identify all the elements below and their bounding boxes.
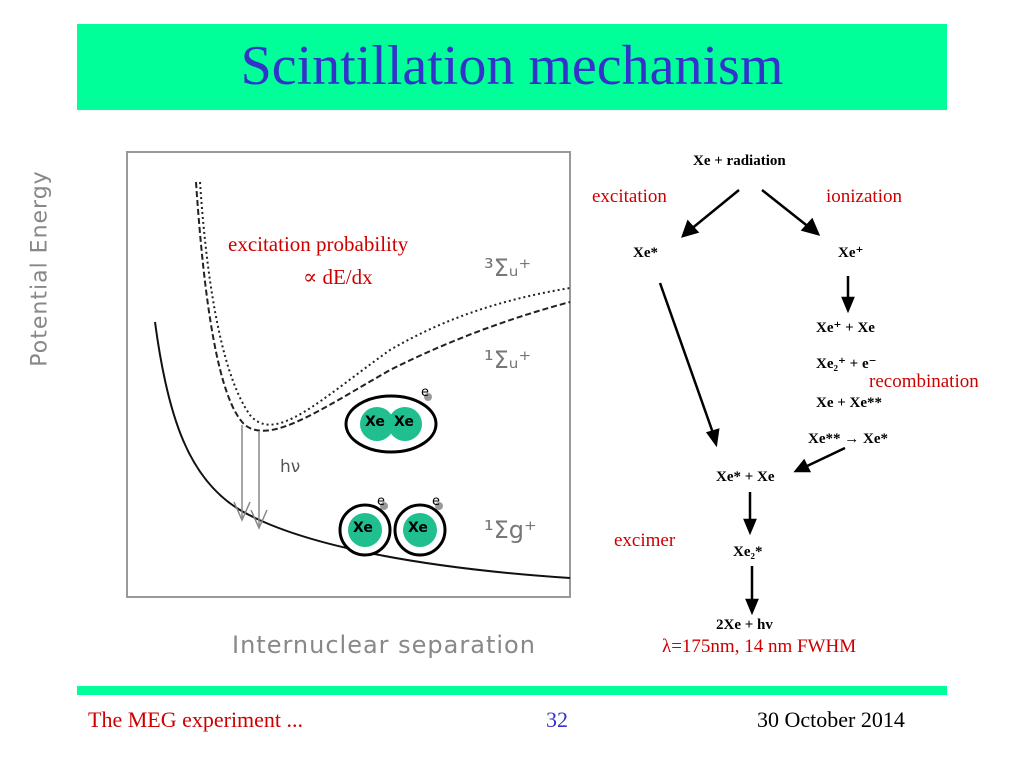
flow-excimer-label: excimer xyxy=(614,530,676,551)
slide-title: Scintillation mechanism xyxy=(240,35,784,97)
flow-ionization-label: ionization xyxy=(826,186,902,207)
xe-atom-label: Xe xyxy=(365,414,385,430)
flow-start: Xe + radiation xyxy=(693,153,786,169)
electron-dot xyxy=(380,502,388,510)
electron-dot xyxy=(435,502,443,510)
electron-label: e xyxy=(377,494,385,509)
annotation-line2: ∝ dE/dx xyxy=(303,265,373,289)
flow-xe-ion: Xe⁺ xyxy=(838,245,864,261)
flow-xe2-ion-e: Xe₂⁺ + e⁻ xyxy=(816,356,877,372)
xe-atom-label: Xe xyxy=(353,520,373,536)
flow-xe2-star: Xe₂* xyxy=(733,544,763,560)
flow-wavelength: λ=175nm, 14 nm FWHM xyxy=(662,636,857,657)
flow-xe-star: Xe* xyxy=(633,245,658,261)
singlet-curve xyxy=(195,181,571,432)
xe-atom-label: Xe xyxy=(408,520,428,536)
hnu-label: hν xyxy=(280,457,301,477)
footer-left: The MEG experiment ... xyxy=(88,707,304,732)
state-singlet-g: ¹Σg⁺ xyxy=(484,516,537,544)
xe-atom-label: Xe xyxy=(394,414,414,430)
footer-divider xyxy=(77,686,947,695)
electron-dot xyxy=(424,393,432,401)
xe-atom xyxy=(403,513,437,547)
flow-final: 2Xe + hv xyxy=(716,617,773,633)
ground-state-curve xyxy=(154,321,571,579)
flow-xe-xe2star: Xe + Xe** xyxy=(816,395,883,411)
y-axis-label: Potential Energy xyxy=(27,170,53,367)
title-bar: Scintillation mechanism xyxy=(77,24,947,110)
xe-atom xyxy=(388,407,422,441)
triplet-curve xyxy=(199,181,571,426)
annotation-line1: excitation probability xyxy=(228,232,409,256)
flow-recombination-label: recombination xyxy=(869,371,979,392)
xe-atom xyxy=(348,513,382,547)
flow-xe2star-to-star: Xe** → Xe* xyxy=(808,431,888,447)
x-axis-label: Internuclear separation xyxy=(232,631,536,659)
state-triplet-u: ³Σᵤ⁺ xyxy=(484,254,532,282)
footer-page-number: 32 xyxy=(546,707,568,732)
electron-label: e xyxy=(421,385,429,400)
xe-atom xyxy=(360,407,394,441)
emission-arrows xyxy=(233,425,268,530)
flow-xe-ion-xe: Xe⁺ + Xe xyxy=(816,320,875,336)
footer-date: 30 October 2014 xyxy=(757,707,905,732)
flow-excitation-label: excitation xyxy=(592,186,667,207)
flow-arrows xyxy=(658,189,855,616)
electron-label: e xyxy=(432,494,440,509)
state-singlet-u: ¹Σᵤ⁺ xyxy=(484,346,532,374)
flow-xe-star-xe: Xe* + Xe xyxy=(716,469,775,485)
